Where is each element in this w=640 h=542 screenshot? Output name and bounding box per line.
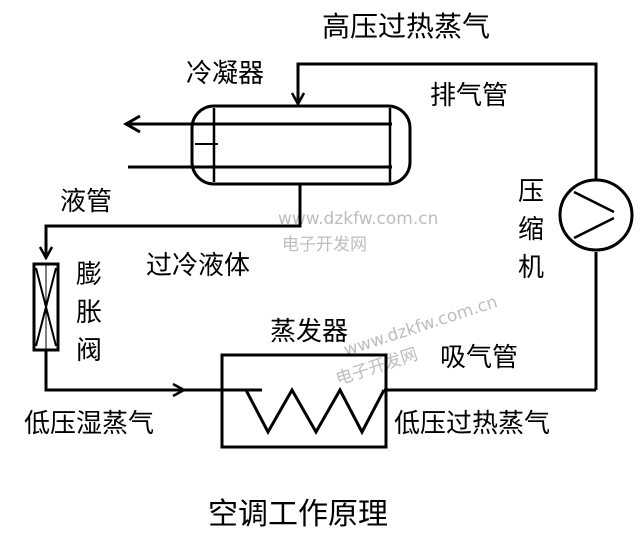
evaporator-coil	[244, 386, 386, 436]
label-expansion-2: 胀	[76, 298, 102, 328]
compressor-blade-bottom	[573, 216, 615, 240]
label-liquid-pipe: 液管	[60, 187, 112, 217]
compressor-circle	[558, 178, 634, 252]
label-evaporator: 蒸发器	[270, 317, 348, 347]
label-low-pressure-wet-vapor: 低压湿蒸气	[24, 409, 154, 439]
label-compressor-1: 压	[518, 177, 544, 207]
label-expansion-1: 膨	[76, 260, 102, 290]
diagram-title: 空调工作原理	[208, 497, 388, 532]
liquid-pipe	[46, 184, 302, 258]
label-condenser: 冷凝器	[186, 59, 264, 89]
evaporator-box	[220, 353, 388, 449]
label-discharge-pipe: 排气管	[430, 81, 508, 111]
low-pressure-inlet-pipe	[44, 350, 184, 390]
label-suction-pipe: 吸气管	[440, 343, 518, 373]
label-low-pressure-superheated-vapor: 低压过热蒸气	[394, 409, 550, 439]
label-compressor-2: 缩	[518, 215, 544, 245]
condenser-outlet-arrow	[122, 114, 141, 134]
discharge-pipe	[298, 62, 598, 183]
label-expansion-3: 阀	[76, 336, 102, 366]
condenser-shell	[190, 104, 412, 186]
compressor-blade-top	[573, 190, 615, 214]
watermark-site-1: 电子开发网	[282, 235, 367, 255]
watermark-url-1: www.dzkfw.com.cn	[278, 209, 438, 229]
label-high-pressure-vapor: 高压过热蒸气	[322, 10, 490, 43]
label-subcooled-liquid: 过冷液体	[146, 251, 250, 281]
label-compressor-3: 机	[518, 253, 544, 283]
